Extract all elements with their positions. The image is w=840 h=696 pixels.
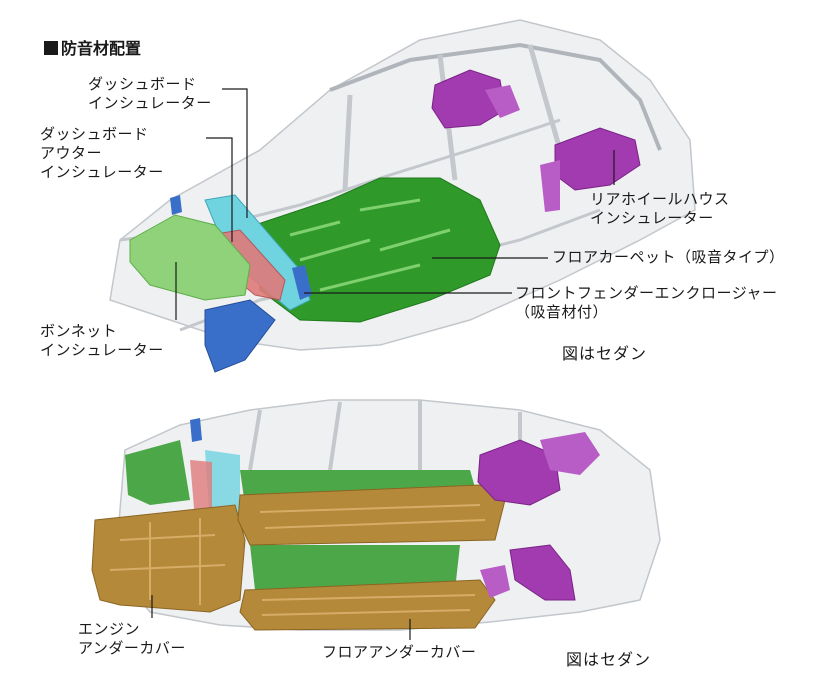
label-dash-board-outer-insulator: ダッシュボード アウター インシュレーター — [40, 125, 164, 182]
caption-top: 図はセダン — [562, 344, 648, 363]
front-fender-enclosure-part — [204, 299, 276, 373]
rear-wheel-house-insulator-part — [431, 69, 506, 129]
label-line: （吸音材付） — [515, 303, 609, 321]
label-bonnet-insulator: ボンネット インシュレーター — [40, 322, 164, 360]
label-line: エンジン — [78, 620, 141, 638]
label-line: インシュレーター — [88, 94, 212, 112]
label-front-fender-enclosure: フロントフェンダーエンクロージャー （吸音材付） — [515, 284, 777, 322]
top-car-illustration — [109, 19, 696, 373]
caption-bottom: 図はセダン — [566, 650, 652, 669]
label-line: リアホイールハウス — [590, 190, 730, 208]
floor-carpet-part — [254, 177, 501, 323]
label-line: アンダーカバー — [78, 639, 186, 657]
label-line: インシュレーター — [590, 209, 714, 227]
bottom-car-illustration — [91, 399, 661, 631]
label-line: インシュレーター — [40, 341, 164, 359]
label-line: フロアアンダーカバー — [322, 643, 477, 661]
label-dash-board-insulator: ダッシュボード インシュレーター — [88, 75, 212, 113]
page-title: 防音材配置 — [44, 35, 141, 59]
label-engine-under-cover: エンジン アンダーカバー — [78, 620, 186, 658]
floor-under-cover-part — [237, 484, 506, 546]
label-rear-wheel-house-insulator: リアホイールハウス インシュレーター — [590, 190, 730, 228]
leader-lines — [151, 88, 615, 640]
label-floor-under-cover: フロアアンダーカバー — [322, 643, 476, 662]
label-line: ダッシュボード — [88, 75, 197, 93]
engine-under-cover-part — [91, 504, 246, 613]
label-line: フロアカーペット（吸音タイプ） — [552, 248, 785, 266]
square-bullet-icon — [44, 41, 58, 55]
bonnet-insulator-part — [129, 214, 251, 301]
label-line: アウター — [40, 144, 103, 162]
label-line: ダッシュボード — [40, 125, 149, 143]
label-line: インシュレーター — [40, 163, 164, 181]
label-floor-carpet: フロアカーペット（吸音タイプ） — [552, 248, 785, 267]
label-line: ボンネット — [40, 322, 118, 340]
label-line: フロントフェンダーエンクロージャー — [515, 284, 778, 302]
title-text: 防音材配置 — [61, 39, 142, 58]
